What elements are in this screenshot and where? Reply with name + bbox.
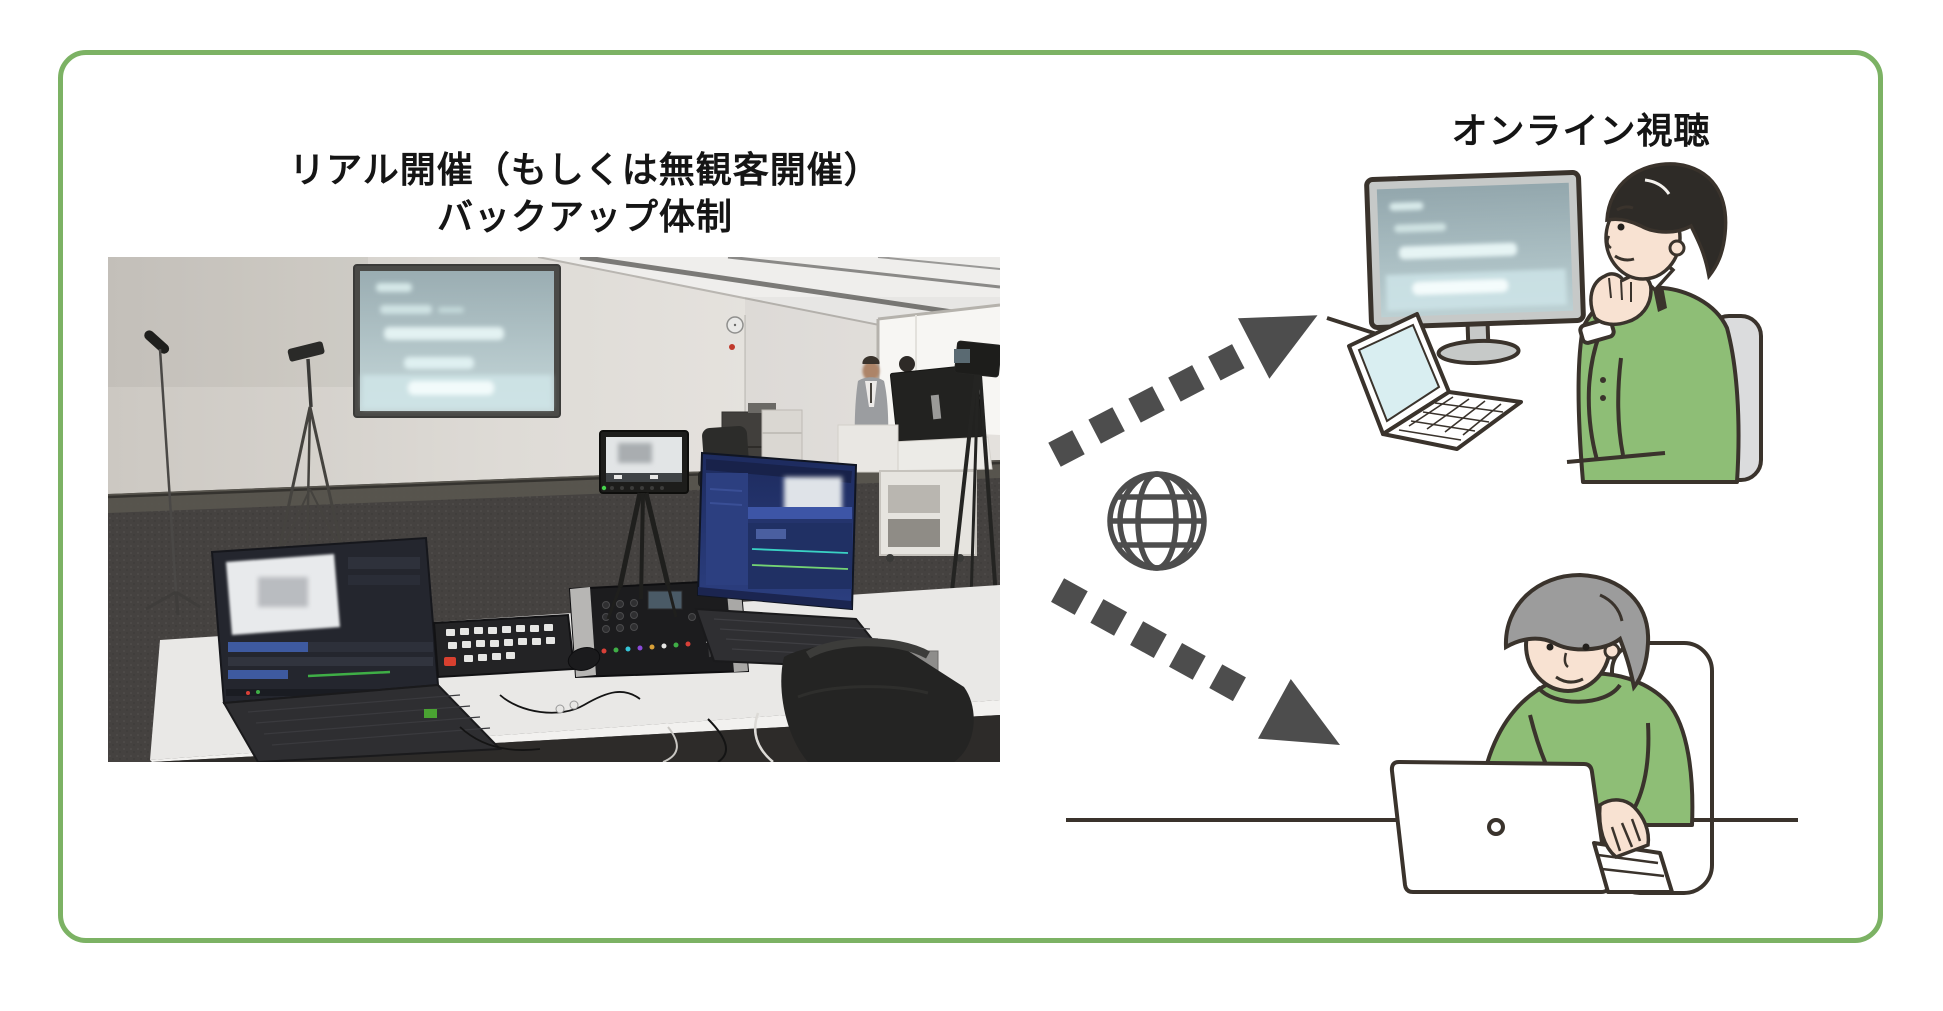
laptop-editing	[694, 451, 939, 676]
mic-stand	[144, 330, 201, 616]
laptop-logo	[1487, 818, 1505, 836]
field-monitor	[599, 430, 689, 620]
viewer-laptop	[1347, 312, 1523, 451]
venue-title: リアル開催（もしくは無観客開催） バックアップ体制	[140, 146, 1030, 240]
arrow-to-bottom-viewer	[1051, 578, 1340, 745]
globe-icon	[1107, 471, 1207, 571]
online-viewer-bottom-illustration	[1060, 555, 1805, 900]
venue-title-line1: リアル開催（もしくは無観客開催）	[289, 149, 881, 190]
venue-title-line2: バックアップ体制	[436, 196, 733, 237]
broadcast-camera	[946, 340, 1000, 633]
green-rounded-frame	[58, 50, 1883, 943]
mouse	[567, 647, 601, 671]
arrowhead-top	[1238, 315, 1318, 379]
arrowhead-bottom	[1258, 679, 1340, 745]
rear-monitor	[889, 364, 984, 446]
fire-alarm	[729, 344, 735, 350]
desk-edge	[1566, 451, 1666, 464]
video-switcher	[432, 613, 576, 679]
typing-hand	[1597, 798, 1651, 859]
laptop-obs	[210, 536, 503, 762]
online-viewing-label: オンライン視聴	[1451, 110, 1711, 151]
arrow-to-top-viewer	[1048, 315, 1318, 467]
projection-screen	[353, 264, 561, 418]
viewer-monitor	[1364, 170, 1586, 366]
office-chair-foreground	[781, 638, 974, 762]
online-viewer-top-illustration	[1325, 150, 1775, 485]
hair-dark	[1605, 162, 1728, 281]
connection-graphic	[1020, 260, 1360, 800]
venue-photo	[108, 257, 1000, 762]
viewer-person-top	[1576, 162, 1741, 484]
